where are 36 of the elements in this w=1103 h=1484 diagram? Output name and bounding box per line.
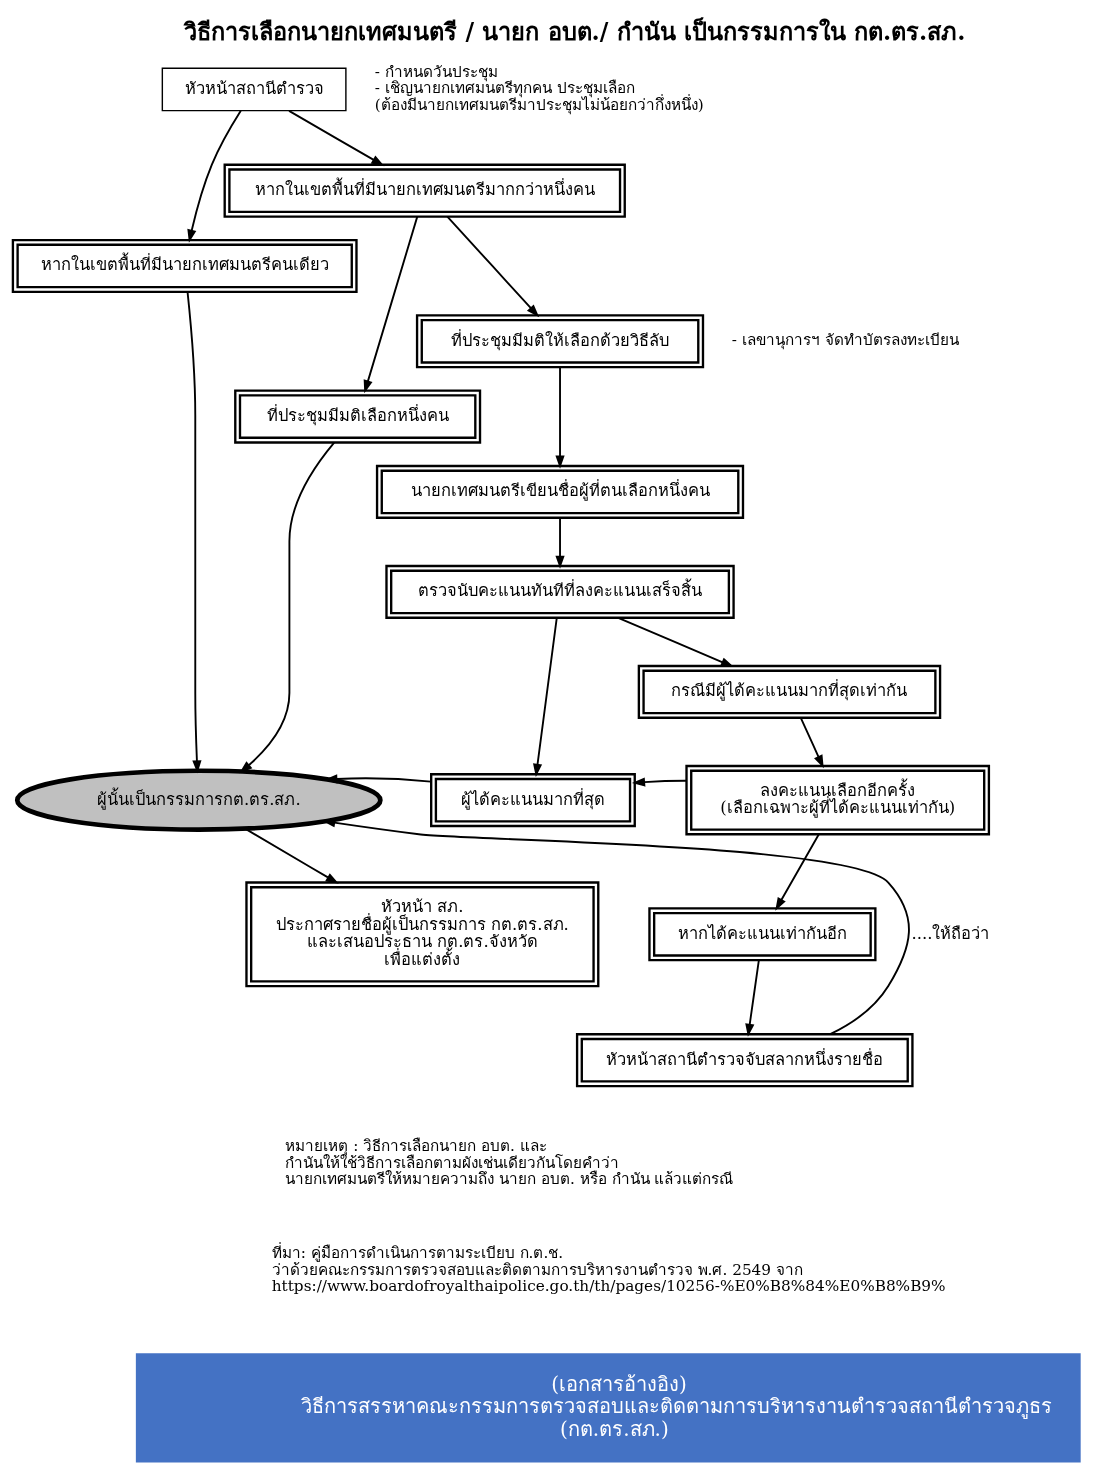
node-box: ตรวจนับคะแนนทันทีที่ลงคะแนนเสร็จสิ้น [385,564,735,619]
arrow [288,109,385,166]
arrow [631,777,688,787]
arrow [363,215,419,393]
arrow [533,616,558,777]
caption: (เอกสารอ้างอิง) วิธีการสรรหาคณะกรรมการตรวจสอบและติดตามการบริหารงานตำรวจสถานีตำรวจภูธร (กต.ตร.สภ.) [301,1371,1053,1441]
node-ellipse: ผู้นั้นเป็นกรรมการกต.ตร.สภ. [14,767,383,832]
node-box: ที่ประชุมมีมติให้เลือกด้วยวิธีลับ [415,313,705,368]
node-box: หัวหน้า สภ. ประกาศรายชื่อผู้เป็นกรรมการ กต.ตร.สภ. และเสนอประธาน กต.ตร.จังหวัด เพื่อแต่งตั้ง [245,880,600,987]
arrow [617,616,734,667]
node-box: หากได้คะแนนเท่ากันอีก [648,906,877,961]
node-box: นายกเทศมนตรีเขียนชื่อผู้ที่ตนเลือกหนึ่งคน [375,464,745,519]
node-box: ที่ประชุมมีมติเลือกหนึ่งคน [234,389,482,444]
node-label: - กำหนดวันประชุม [374,62,498,81]
arrow [244,827,339,884]
arrow [186,290,202,773]
arrow [555,365,565,469]
node-label: - เลขานุการฯ จัดทำบัตรลงทะเบียน [731,330,959,349]
label: ที่มา: คู่มือการดำเนินการตามระเบียบ ก.ต.ช. ว่าด้วยคณะกรรมการตรวจสอบและติดตามการบริหารงานตำรวจ พ.ศ. 2549 จาก https://www.boardofroyalthaipolice.go.th/th/pages/10256-%E0%B8%84%E0%B8%B9% [271,1243,946,1295]
node-box: หากในเขตพื้นที่มีนายกเทศมนตรีมากกว่าหนึ่งคน [223,163,626,218]
node-box: หัวหน้าสถานีตำรวจจับสลากหนึ่งรายชื่อ [575,1032,914,1087]
node-box: หัวหน้าสถานีตำรวจ [161,67,347,111]
arrow [745,959,760,1037]
node-box: ลงคะแนนเลือกอีกครั้ง (เลือกเฉพาะผู้ที่ได้คะแนนเท่ากัน) [685,764,991,835]
arrow [799,716,824,768]
arrow [446,215,540,317]
arrow [187,109,242,243]
node-box: หากในเขตพื้นที่มีนายกเทศมนตรีคนเดียว [11,238,358,293]
node-box: ผู้ได้คะแนนมากที่สุด [430,772,636,827]
arrow [775,833,820,911]
label: หมายเหตุ : วิธีการเลือกนายก อบต. และ กำนันให้ใช้วิธีการเลือกตามผังเช่นเดียวกันโดยคำว่า นายกเทศมนตรีให้หมายความถึง นายก อบต. หรือ กำนัน แล้วแต่กรณี [285,1136,734,1188]
arrow [555,516,565,569]
edge-label: ....ให้ถือว่า [911,923,990,943]
diagram-title: วิธีการเลือกนายกเทศมนตรี / นายก อบต./ กำนัน เป็นกรรมการใน กต.ตร.สภ. [184,17,966,46]
arrow [239,441,336,773]
node-box: กรณีมีผู้ได้คะแนนมากที่สุดเท่ากัน [637,664,942,719]
